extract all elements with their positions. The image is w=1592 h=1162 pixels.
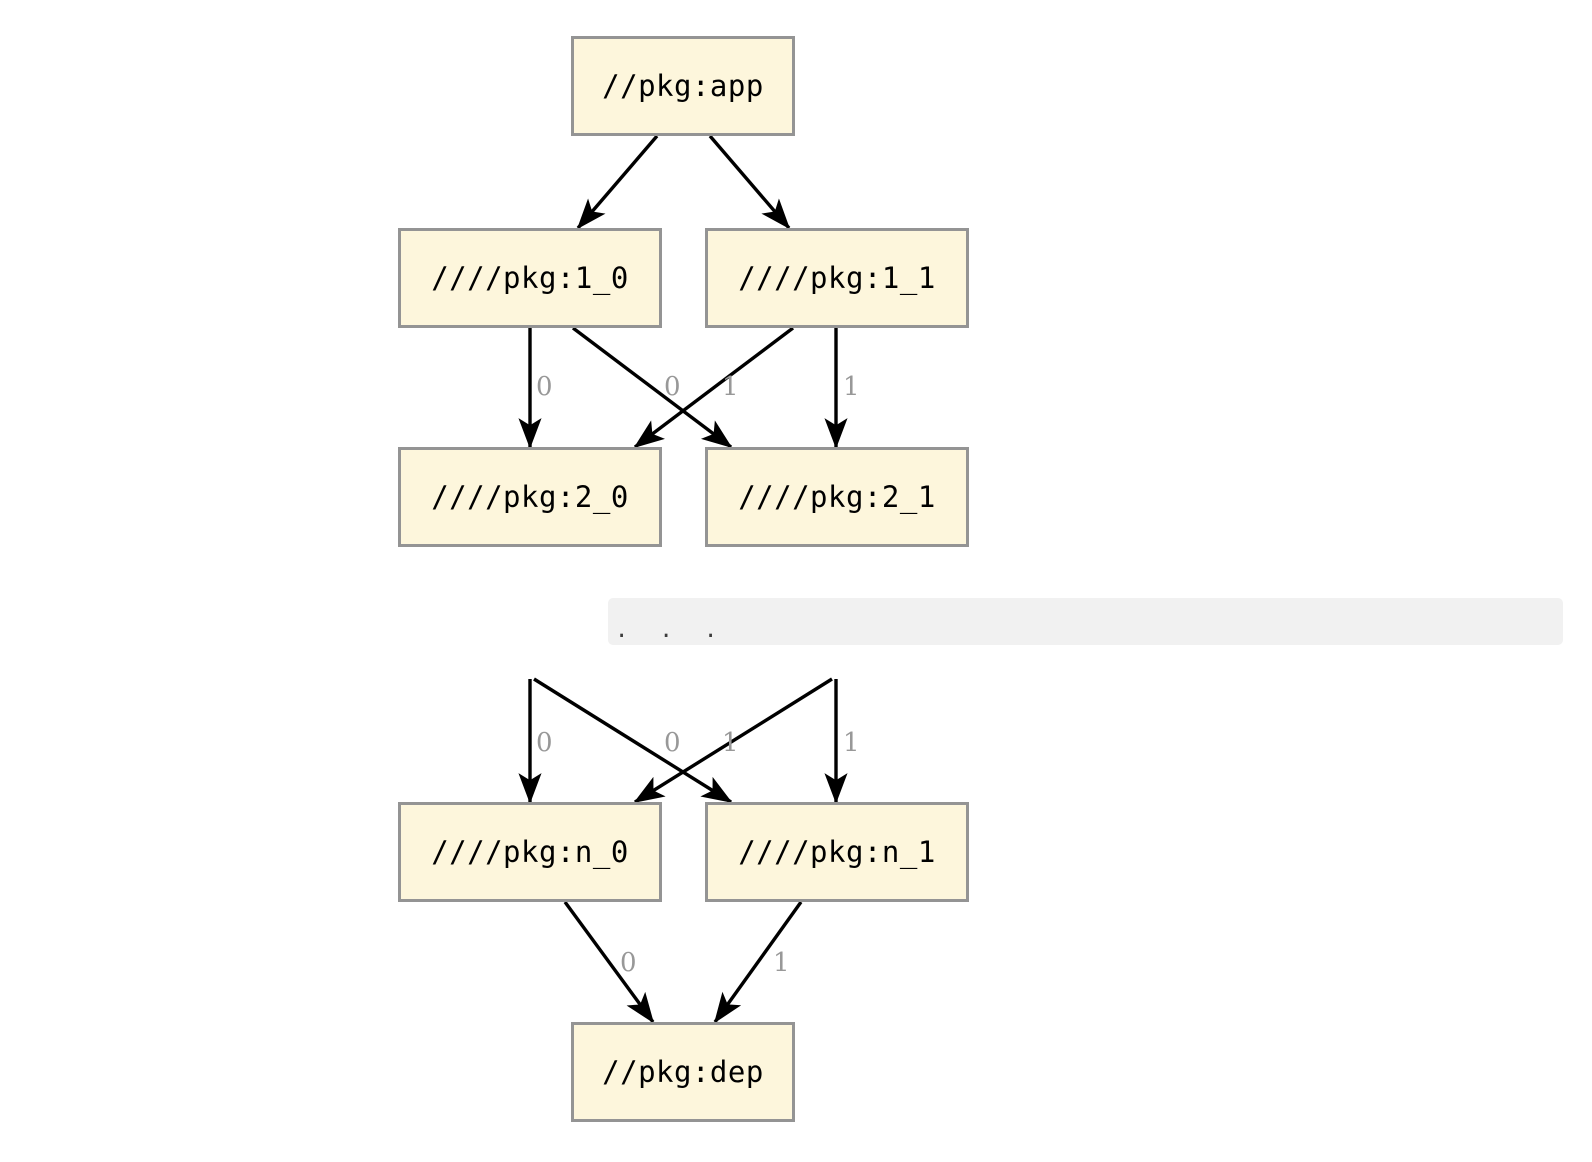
graph-edge-elided-to-n_1-x bbox=[533, 677, 733, 804]
edge-label-n_1-to-dep: 1 bbox=[773, 948, 790, 978]
graph-edge-1_1-to-2_0 bbox=[633, 326, 795, 449]
ellipsis-text: . . . bbox=[615, 618, 727, 643]
graph-node-label: ////pkg:2_1 bbox=[738, 479, 936, 514]
edge-label-n_0-to-dep: 0 bbox=[620, 948, 637, 978]
graph-node-nn_1[interactable]: ////pkg:n_1 bbox=[705, 802, 969, 902]
graph-edge-app-to-1_1 bbox=[708, 134, 791, 230]
graph-node-label: ////pkg:1_0 bbox=[431, 260, 629, 295]
edge-label-1_1-to-2_0: 1 bbox=[722, 372, 739, 402]
edge-label-elided-to-n_0: 0 bbox=[536, 728, 553, 758]
graph-node-label: ////pkg:n_1 bbox=[738, 834, 936, 869]
graph-node-n2_1[interactable]: ////pkg:2_1 bbox=[705, 447, 969, 547]
edge-label-elided-to-n_1-x: 0 bbox=[664, 728, 681, 758]
graph-node-label: ////pkg:2_0 bbox=[431, 479, 629, 514]
graph-node-n1_0[interactable]: ////pkg:1_0 bbox=[398, 228, 662, 328]
graph-edge-app-to-1_0 bbox=[576, 134, 659, 230]
graph-node-label: //pkg:dep bbox=[602, 1054, 764, 1089]
graph-node-label: //pkg:app bbox=[602, 68, 764, 103]
graph-node-label: ////pkg:n_0 bbox=[431, 834, 629, 869]
graph-node-label: ////pkg:1_1 bbox=[738, 260, 936, 295]
graph-edge-1_0-to-2_1 bbox=[571, 326, 733, 449]
graph-node-nn_0[interactable]: ////pkg:n_0 bbox=[398, 802, 662, 902]
graph-node-n1_1[interactable]: ////pkg:1_1 bbox=[705, 228, 969, 328]
graph-node-dep[interactable]: //pkg:dep bbox=[571, 1022, 795, 1122]
graph-edge-n_0-to-dep bbox=[563, 900, 655, 1024]
edge-label-1_0-to-2_1: 0 bbox=[664, 372, 681, 402]
graph-node-n2_0[interactable]: ////pkg:2_0 bbox=[398, 447, 662, 547]
edge-label-1_0-to-2_0: 0 bbox=[536, 372, 553, 402]
edge-label-elided-to-n_1: 1 bbox=[843, 728, 860, 758]
edge-label-1_1-to-2_1: 1 bbox=[843, 372, 860, 402]
edge-label-elided-to-n_0-x: 1 bbox=[722, 728, 739, 758]
elision-band: . . . bbox=[608, 598, 1563, 645]
graph-node-app[interactable]: //pkg:app bbox=[571, 36, 795, 136]
